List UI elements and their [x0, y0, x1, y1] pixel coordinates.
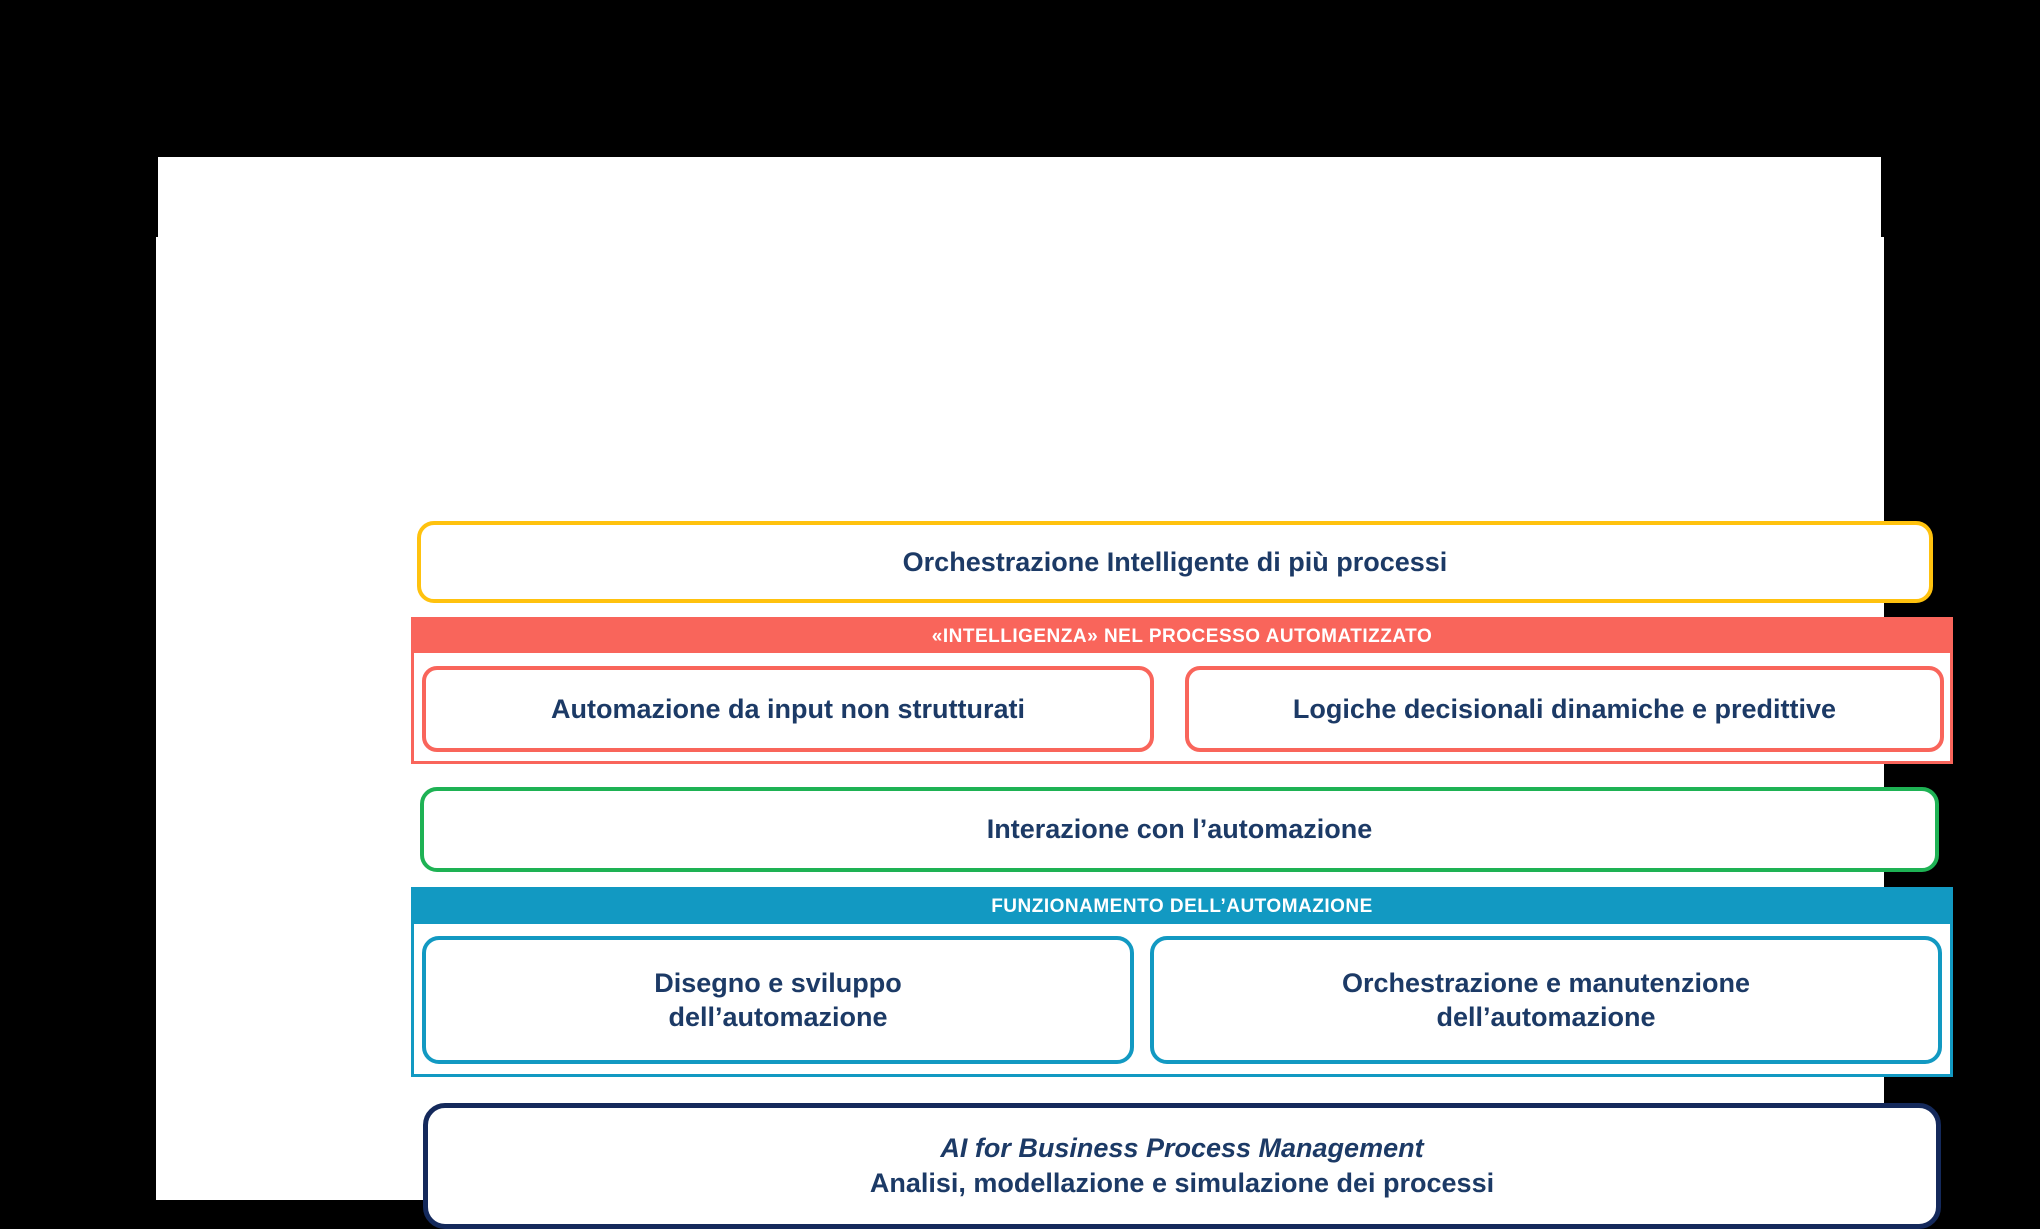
functioning-group: FUNZIONAMENTO DELL’AUTOMAZIONE Disegno e…: [411, 887, 1953, 1077]
unstructured-input-box: Automazione da input non strutturati: [422, 666, 1154, 752]
functioning-group-header: FUNZIONAMENTO DELL’AUTOMAZIONE: [414, 890, 1950, 924]
foundation-box: AI for Business Process Management Anali…: [423, 1103, 1941, 1229]
diagram-canvas: { "canvas": { "background": "#000000", "…: [156, 157, 1953, 1229]
interaction-box-label: Interazione con l’automazione: [986, 814, 1373, 844]
orchestration-box: Orchestrazione Intelligente di più proce…: [417, 521, 1933, 603]
foundation-box-title: AI for Business Process Management: [940, 1133, 1424, 1163]
design-development-box-line2: dell’automazione: [668, 1002, 888, 1032]
design-development-box: Disegno e sviluppo dell’automazione: [422, 936, 1134, 1064]
unstructured-input-box-label: Automazione da input non strutturati: [551, 694, 1025, 724]
decision-logic-box-label: Logiche decisionali dinamiche e preditti…: [1292, 694, 1837, 724]
orchestration-maintenance-box-line1: Orchestrazione e manutenzione: [1341, 968, 1751, 998]
interaction-box: Interazione con l’automazione: [420, 787, 1939, 872]
slide-top-band: [158, 157, 1881, 239]
decision-logic-box: Logiche decisionali dinamiche e preditti…: [1185, 666, 1944, 752]
orchestration-maintenance-box-line2: dell’automazione: [1436, 1002, 1656, 1032]
intelligence-group-header-label: «INTELLIGENZA» NEL PROCESSO AUTOMATIZZAT…: [931, 625, 1433, 647]
design-development-box-line1: Disegno e sviluppo: [654, 968, 902, 998]
orchestration-maintenance-box: Orchestrazione e manutenzione dell’autom…: [1150, 936, 1942, 1064]
intelligence-group-header: «INTELLIGENZA» NEL PROCESSO AUTOMATIZZAT…: [414, 620, 1950, 653]
foundation-box-subtitle: Analisi, modellazione e simulazione dei …: [869, 1168, 1495, 1198]
slide-page: Orchestrazione Intelligente di più proce…: [156, 237, 1953, 1229]
intelligence-group: «INTELLIGENZA» NEL PROCESSO AUTOMATIZZAT…: [411, 617, 1953, 764]
orchestration-box-label: Orchestrazione Intelligente di più proce…: [902, 546, 1448, 577]
functioning-group-header-label: FUNZIONAMENTO DELL’AUTOMAZIONE: [991, 896, 1373, 917]
